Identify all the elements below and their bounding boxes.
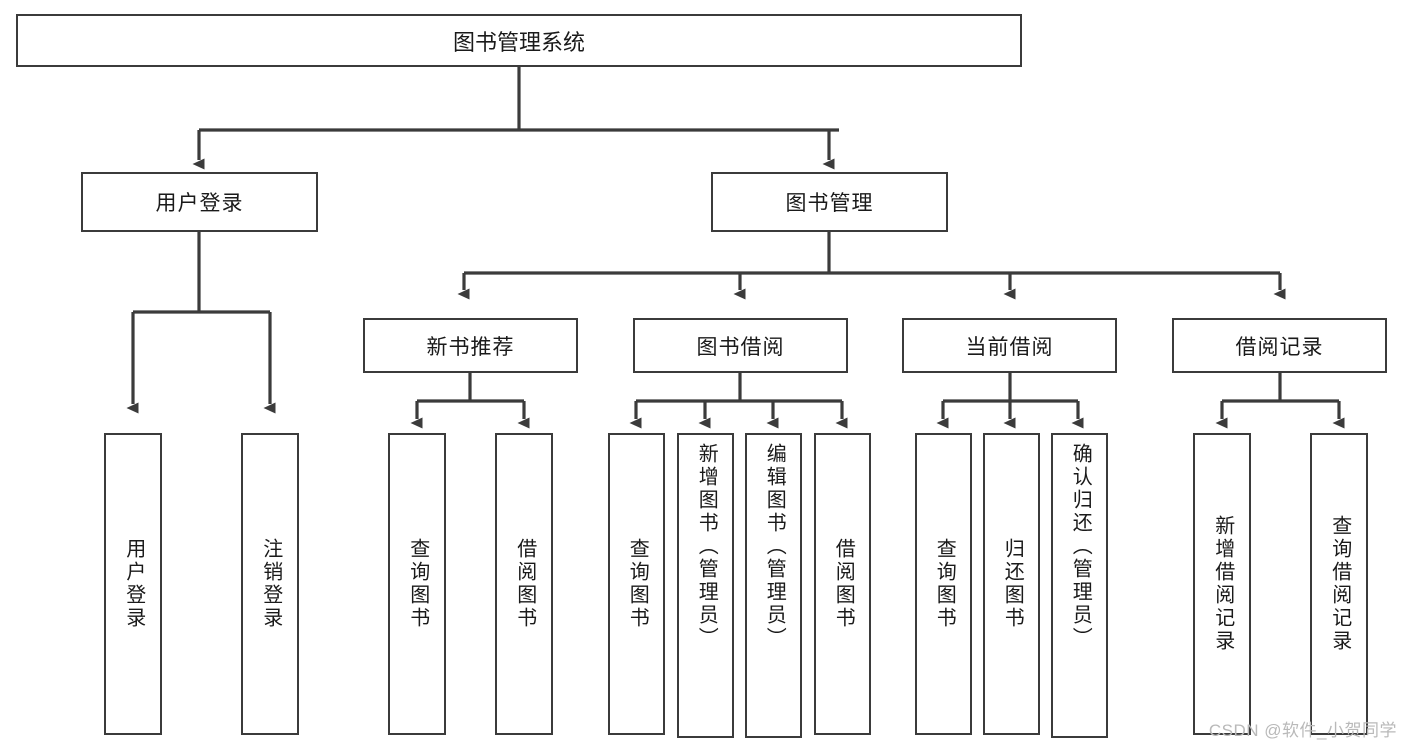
leaf-borrow-book-recommend[interactable]: 借阅图书 <box>495 433 553 735</box>
node-user-login[interactable]: 用户登录 <box>81 172 318 232</box>
node-borrow-record-label: 借阅记录 <box>1235 335 1324 359</box>
node-root[interactable]: 图书管理系统 <box>16 14 1022 67</box>
node-current-borrow[interactable]: 当前借阅 <box>902 318 1117 373</box>
leaf-add-borrow-record-label: 新增借阅记录 <box>1211 515 1234 653</box>
node-new-book-recommend-label: 新书推荐 <box>426 335 515 359</box>
node-new-book-recommend[interactable]: 新书推荐 <box>363 318 578 373</box>
leaf-logout-label: 注销登录 <box>259 538 282 630</box>
leaf-query-book-borrow[interactable]: 查询图书 <box>608 433 665 735</box>
leaf-confirm-return-admin[interactable]: 确认归还（管理员） <box>1051 433 1108 738</box>
node-root-label: 图书管理系统 <box>452 29 585 55</box>
node-user-login-label: 用户登录 <box>155 192 244 215</box>
leaf-confirm-return-admin-label: 确认归还（管理员） <box>1069 443 1092 650</box>
leaf-query-book-borrow-label: 查询图书 <box>626 538 649 630</box>
node-book-borrow[interactable]: 图书借阅 <box>633 318 848 373</box>
leaf-borrow-book-borrow[interactable]: 借阅图书 <box>814 433 871 735</box>
node-book-management-label: 图书管理 <box>785 192 874 215</box>
node-book-management[interactable]: 图书管理 <box>711 172 948 232</box>
leaf-user-login[interactable]: 用户登录 <box>104 433 162 735</box>
leaf-return-book-label: 归还图书 <box>1001 538 1024 630</box>
leaf-query-borrow-record-label: 查询借阅记录 <box>1328 515 1351 653</box>
leaf-add-book-admin-label: 新增图书（管理员） <box>695 443 718 650</box>
leaf-edit-book-admin[interactable]: 编辑图书（管理员） <box>745 433 802 738</box>
leaf-edit-book-admin-label: 编辑图书（管理员） <box>763 443 786 650</box>
leaf-user-login-label: 用户登录 <box>122 538 145 630</box>
leaf-borrow-book-borrow-label: 借阅图书 <box>832 538 855 630</box>
leaf-query-book-current-label: 查询图书 <box>933 538 956 630</box>
node-borrow-record[interactable]: 借阅记录 <box>1172 318 1387 373</box>
node-current-borrow-label: 当前借阅 <box>965 335 1054 359</box>
leaf-query-book-recommend[interactable]: 查询图书 <box>388 433 446 735</box>
csdn-watermark: CSDN @软件_小贺同学 <box>1208 721 1397 740</box>
leaf-add-borrow-record[interactable]: 新增借阅记录 <box>1193 433 1251 735</box>
leaf-add-book-admin[interactable]: 新增图书（管理员） <box>677 433 734 738</box>
leaf-borrow-book-recommend-label: 借阅图书 <box>513 538 536 630</box>
node-book-borrow-label: 图书借阅 <box>696 335 785 359</box>
leaf-logout[interactable]: 注销登录 <box>241 433 299 735</box>
leaf-query-book-recommend-label: 查询图书 <box>406 538 429 630</box>
leaf-return-book[interactable]: 归还图书 <box>983 433 1040 735</box>
leaf-query-borrow-record[interactable]: 查询借阅记录 <box>1310 433 1368 735</box>
leaf-query-book-current[interactable]: 查询图书 <box>915 433 972 735</box>
